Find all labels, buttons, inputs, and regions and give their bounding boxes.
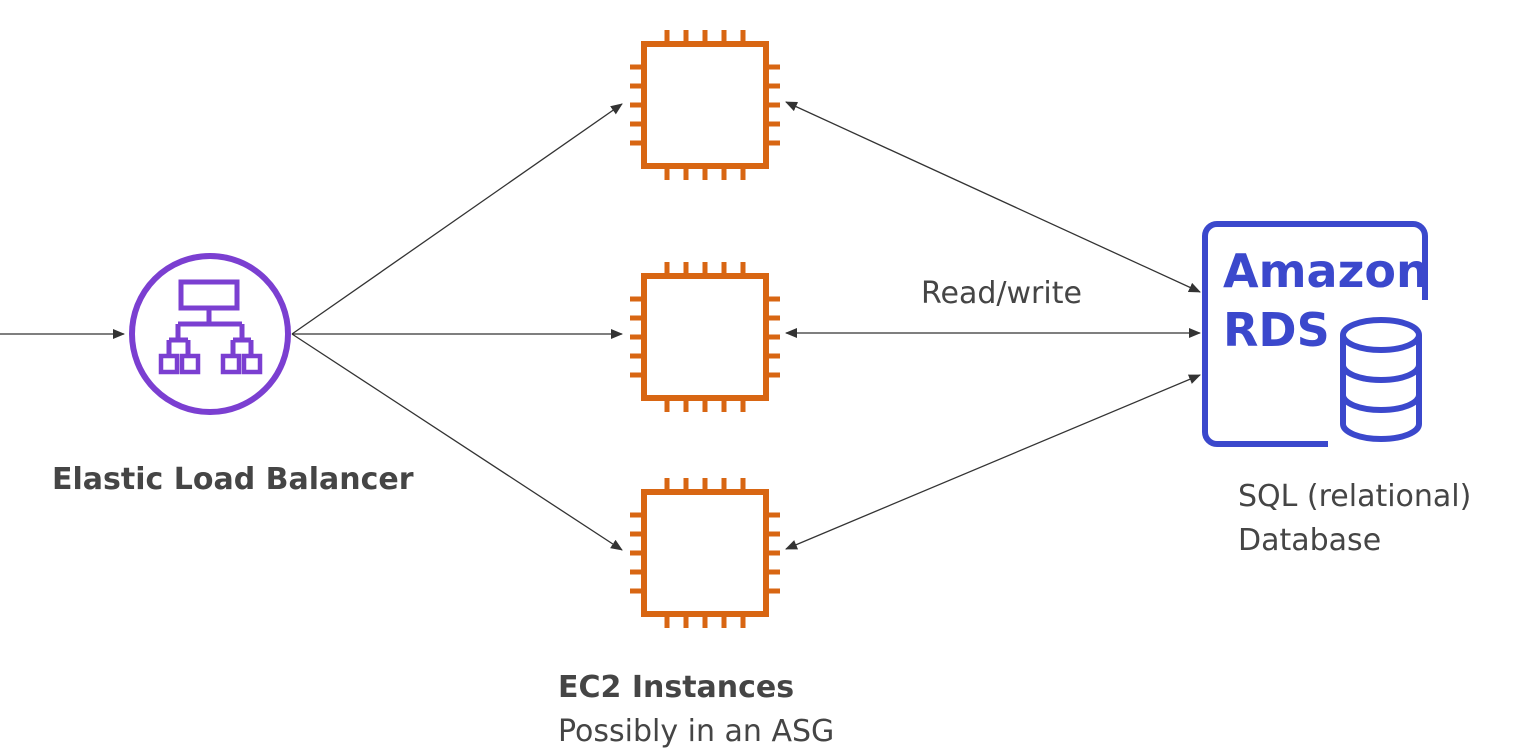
read-write-label: Read/write [921,276,1082,311]
arrow-ec2-top-rds [785,101,1201,293]
ec2-chip-icon [630,478,780,628]
rds-logo-rds: RDS [1223,303,1330,357]
database-icon [1340,317,1422,442]
ec2-sublabel: Possibly in an ASG [558,714,835,749]
elb-label: Elastic Load Balancer [52,462,414,497]
rds-label-line1: SQL (relational) [1238,479,1472,514]
arrow-elb-ec2-top [291,103,623,335]
rds-label-line2: Database [1238,523,1382,558]
ec2-label: EC2 Instances [558,670,795,705]
arrow-elb-ec2-bottom [291,333,623,551]
connectors [0,101,1201,551]
ec2-chip-icon [630,30,780,180]
arrow-ec2-bottom-rds [785,374,1201,550]
ec2-chip-icon [630,262,780,412]
rds-logo-amazon: Amazon [1223,244,1429,298]
rds-logo: Amazon RDS [1202,221,1434,450]
load-balancer-icon [129,253,291,415]
